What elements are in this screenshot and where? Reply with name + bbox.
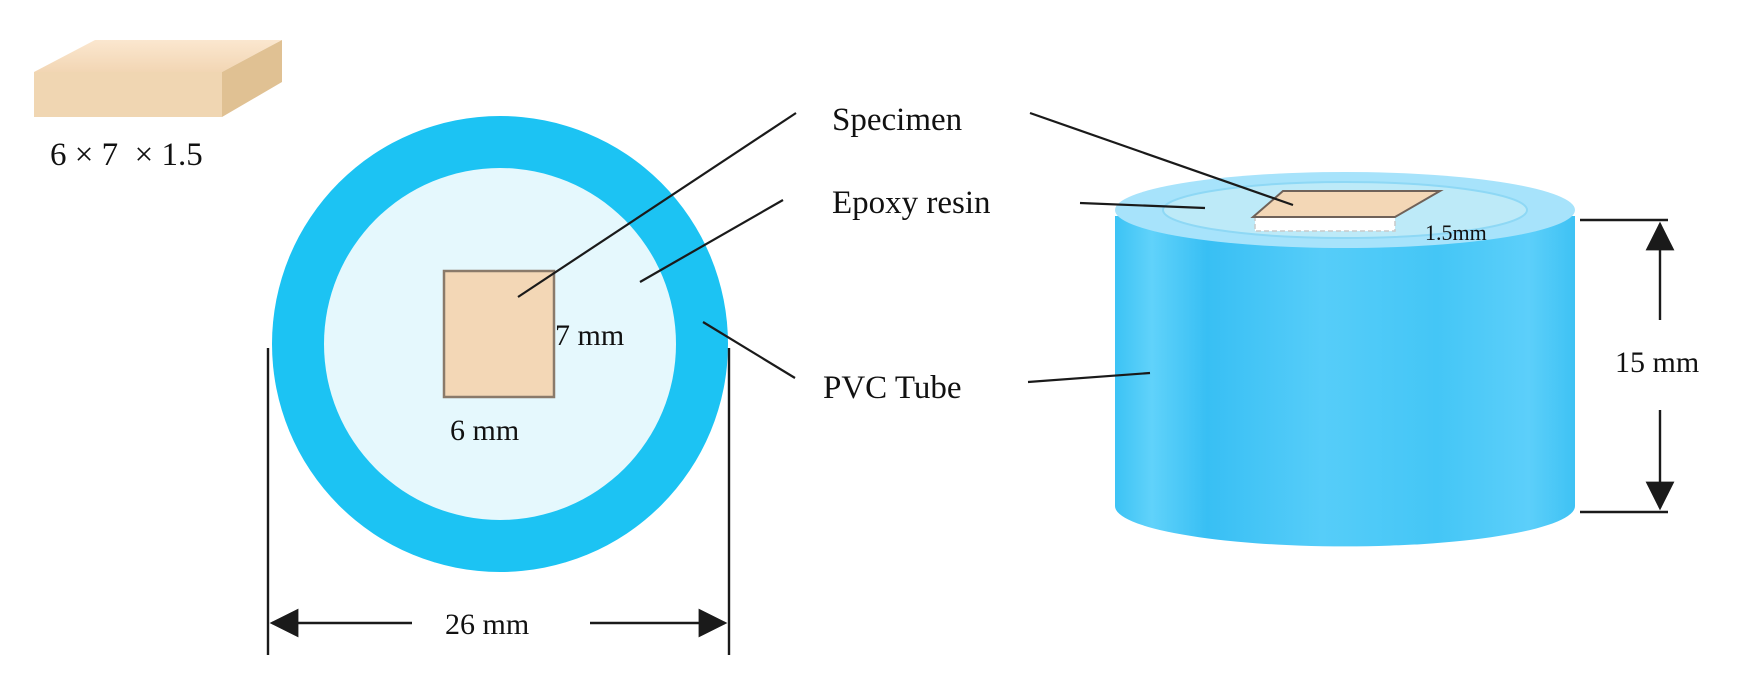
slab-side-face [222,40,282,117]
slab-front-face [34,72,222,117]
leader-tube-top-view [702,321,796,379]
tube-height-label: 15 mm [1615,346,1699,379]
tube-side-view [1115,172,1575,547]
cylinder-body [1115,216,1575,547]
epoxy-resin-label: Epoxy resin [832,185,991,221]
leader-specimen-top-view [517,112,797,298]
cylinder-specimen-side [1254,216,1396,232]
tube-top-view [272,116,728,572]
specimen-thickness-label: 1.5mm [1425,220,1487,245]
diameter-dimension [266,348,731,655]
cylinder-specimen-top [1250,190,1444,218]
pvc-tube-label: PVC Tube [823,370,962,406]
leader-specimen-side-view [1029,111,1294,207]
specimen-height-label: 7 mm [555,319,624,352]
leader-epoxy-side-view [1079,201,1206,210]
specimen-size-note: 6 × 7 × 1.5 [50,137,203,173]
tube-diameter-label: 26 mm [445,608,529,641]
specimen-width-label: 6 mm [450,414,519,447]
specimen-square [442,269,556,399]
slab-top-face [34,40,282,72]
height-dimension [1580,218,1675,514]
leader-tube-side-view [1027,371,1151,384]
leader-lines [517,111,1294,384]
leader-epoxy-top-view [639,199,784,283]
specimen-slab-3d [34,40,282,117]
specimen-label: Specimen [832,102,962,138]
